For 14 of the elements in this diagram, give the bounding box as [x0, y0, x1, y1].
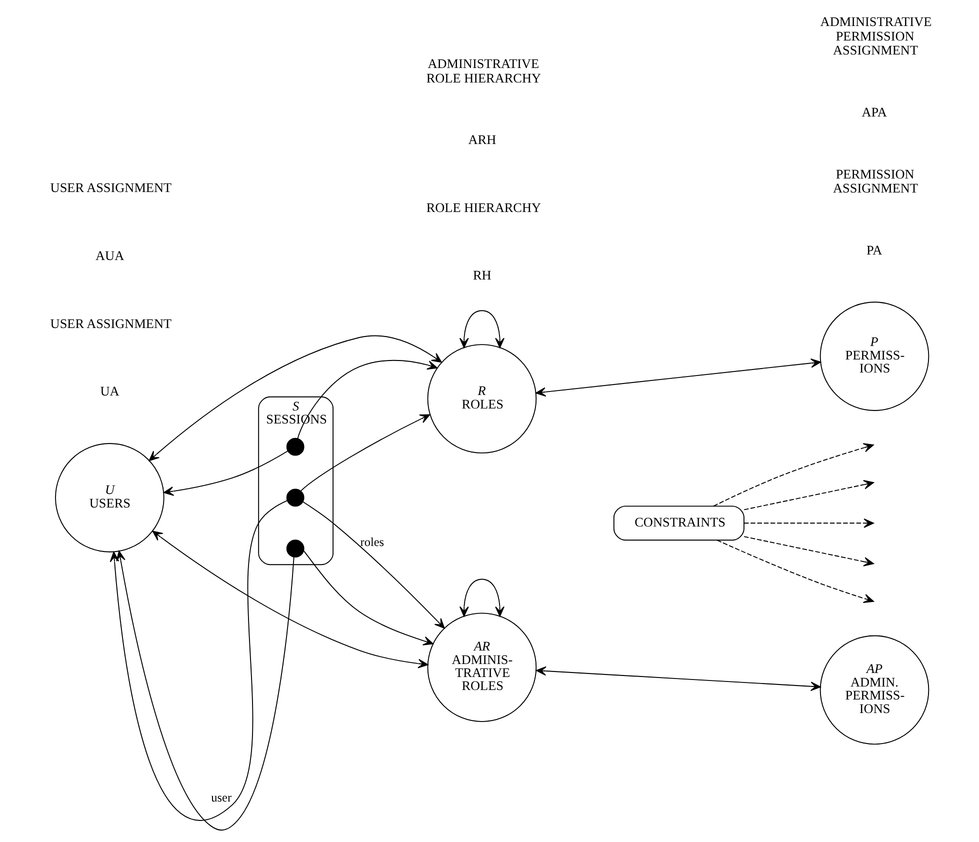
- label: AUA: [96, 248, 124, 263]
- edge-label: roles: [360, 535, 384, 550]
- label: USER ASSIGNMENT: [50, 316, 172, 331]
- edge-label: user: [211, 790, 232, 805]
- label: PA: [866, 242, 882, 258]
- label: UA: [100, 384, 120, 399]
- label: PERMISSION ASSIGNMENT: [833, 166, 918, 196]
- label: APA: [862, 104, 887, 120]
- label: ARH: [468, 132, 496, 147]
- label: USER ASSIGNMENT: [50, 180, 172, 196]
- label: ADMINISTRATIVE PERMISSION ASSIGNMENT: [820, 14, 932, 58]
- label: ROLE HIERARCHY: [426, 200, 542, 215]
- label: ADMINISTRATIVE ROLE HIERARCHY: [426, 56, 542, 86]
- label: RH: [473, 268, 492, 283]
